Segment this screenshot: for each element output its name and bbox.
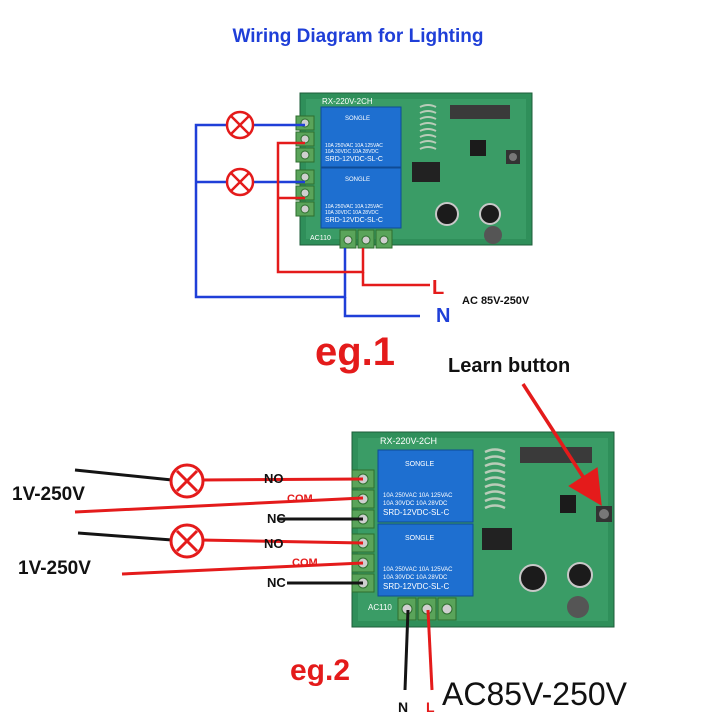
svg-text:10A 250VAC 10A 125VAC: 10A 250VAC 10A 125VAC: [325, 143, 383, 149]
diagram-title: Wiring Diagram for Lighting: [232, 26, 483, 47]
eg1-capacitor-1: [435, 202, 459, 226]
svg-text:10A 30VDC 10A 28VDC: 10A 30VDC 10A 28VDC: [383, 501, 448, 507]
eg2-no2-label: NO: [264, 536, 284, 551]
eg1-relay-1: SONGLE 10A 250VAC 10A 125VAC 10A 30VDC 1…: [320, 106, 402, 168]
eg2-lamp-2: [169, 523, 205, 559]
eg2-red-wires: [74, 477, 434, 691]
eg1-capacitor-2: [479, 203, 501, 225]
eg1-ac-label: AC110: [310, 235, 331, 242]
eg2-ic-chip: [482, 528, 512, 550]
svg-text:10A 250VAC 10A 125VAC: 10A 250VAC 10A 125VAC: [383, 567, 453, 573]
eg2-line-label: L: [426, 699, 435, 715]
svg-text:SRD-12VDC-SL-C: SRD-12VDC-SL-C: [383, 508, 449, 517]
svg-text:SONGLE: SONGLE: [405, 535, 435, 542]
eg1-line-label: L: [432, 277, 444, 299]
eg1-lamp-2: [225, 167, 255, 197]
learn-button-label: Learn button: [448, 355, 570, 377]
eg1-label: eg.1: [315, 330, 395, 374]
eg2-ac-label: AC110: [368, 603, 392, 612]
eg1-neutral-wires: [194, 123, 420, 318]
eg2-label: eg.2: [290, 654, 350, 687]
eg2-black-wires: [74, 468, 410, 691]
eg2-neutral-label: N: [398, 699, 408, 715]
eg1-neutral-label: N: [436, 305, 450, 327]
eg1-ic-chip: [412, 162, 440, 182]
svg-text:SRD-12VDC-SL-C: SRD-12VDC-SL-C: [325, 156, 383, 163]
svg-text:10A 30VDC 10A 28VDC: 10A 30VDC 10A 28VDC: [325, 210, 379, 216]
eg1-relay-2: SONGLE 10A 250VAC 10A 125VAC 10A 30VDC 1…: [320, 167, 402, 229]
eg1-antenna-coil: [419, 104, 437, 150]
svg-text:SRD-12VDC-SL-C: SRD-12VDC-SL-C: [383, 582, 449, 591]
eg2-inductor: [567, 596, 589, 618]
eg1-module: RX-220V-2CH SONGLE 10A 250VAC 10A 125VAC…: [194, 92, 533, 374]
svg-text:SONGLE: SONGLE: [345, 116, 370, 122]
eg2-antenna-coil: [484, 448, 506, 510]
svg-text:10A 250VAC 10A 125VAC: 10A 250VAC 10A 125VAC: [383, 493, 453, 499]
eg2-nc1-label: NC: [267, 511, 286, 526]
svg-text:10A 30VDC 10A 28VDC: 10A 30VDC 10A 28VDC: [383, 575, 448, 581]
eg2-module: RX-220V-2CH SONGLE 10A 250VAC 10A 125VAC…: [12, 355, 628, 715]
eg2-board-silk: RX-220V-2CH: [380, 436, 437, 446]
eg1-lamp-1: [225, 110, 255, 140]
eg2-supply1-label: 1V-250V: [12, 484, 85, 505]
svg-text:SONGLE: SONGLE: [405, 461, 435, 468]
eg2-voltage-label: AC85V-250V: [442, 676, 628, 712]
eg2-capacitor-2: [567, 562, 593, 588]
eg1-terminal-block: [295, 115, 393, 249]
svg-text:10A 30VDC 10A 28VDC: 10A 30VDC 10A 28VDC: [325, 149, 379, 155]
eg2-nc2-label: NC: [267, 575, 286, 590]
eg2-relay-1: SONGLE 10A 250VAC 10A 125VAC 10A 30VDC 1…: [377, 449, 474, 523]
eg2-no1-label: NO: [264, 471, 284, 486]
eg2-rf-module: [520, 447, 592, 463]
eg2-supply2-label: 1V-250V: [18, 558, 91, 579]
eg1-board-silk: RX-220V-2CH: [322, 97, 373, 106]
eg2-capacitor-1: [519, 564, 547, 592]
svg-text:10A 250VAC 10A 125VAC: 10A 250VAC 10A 125VAC: [325, 204, 383, 210]
eg1-rf-module: [450, 105, 510, 119]
eg1-inductor: [484, 226, 502, 244]
learn-button-arrow: [521, 383, 602, 506]
eg1-voltage-label: AC 85V-250V: [462, 295, 530, 307]
svg-text:SRD-12VDC-SL-C: SRD-12VDC-SL-C: [325, 217, 383, 224]
eg1-line-wires: [276, 141, 430, 287]
eg2-relay-2: SONGLE 10A 250VAC 10A 125VAC 10A 30VDC 1…: [377, 523, 474, 597]
eg2-lamp-1: [169, 463, 205, 499]
eg2-com1-label: COM: [287, 493, 313, 505]
eg2-com2-label: COM: [292, 557, 318, 569]
svg-text:SONGLE: SONGLE: [345, 177, 370, 183]
